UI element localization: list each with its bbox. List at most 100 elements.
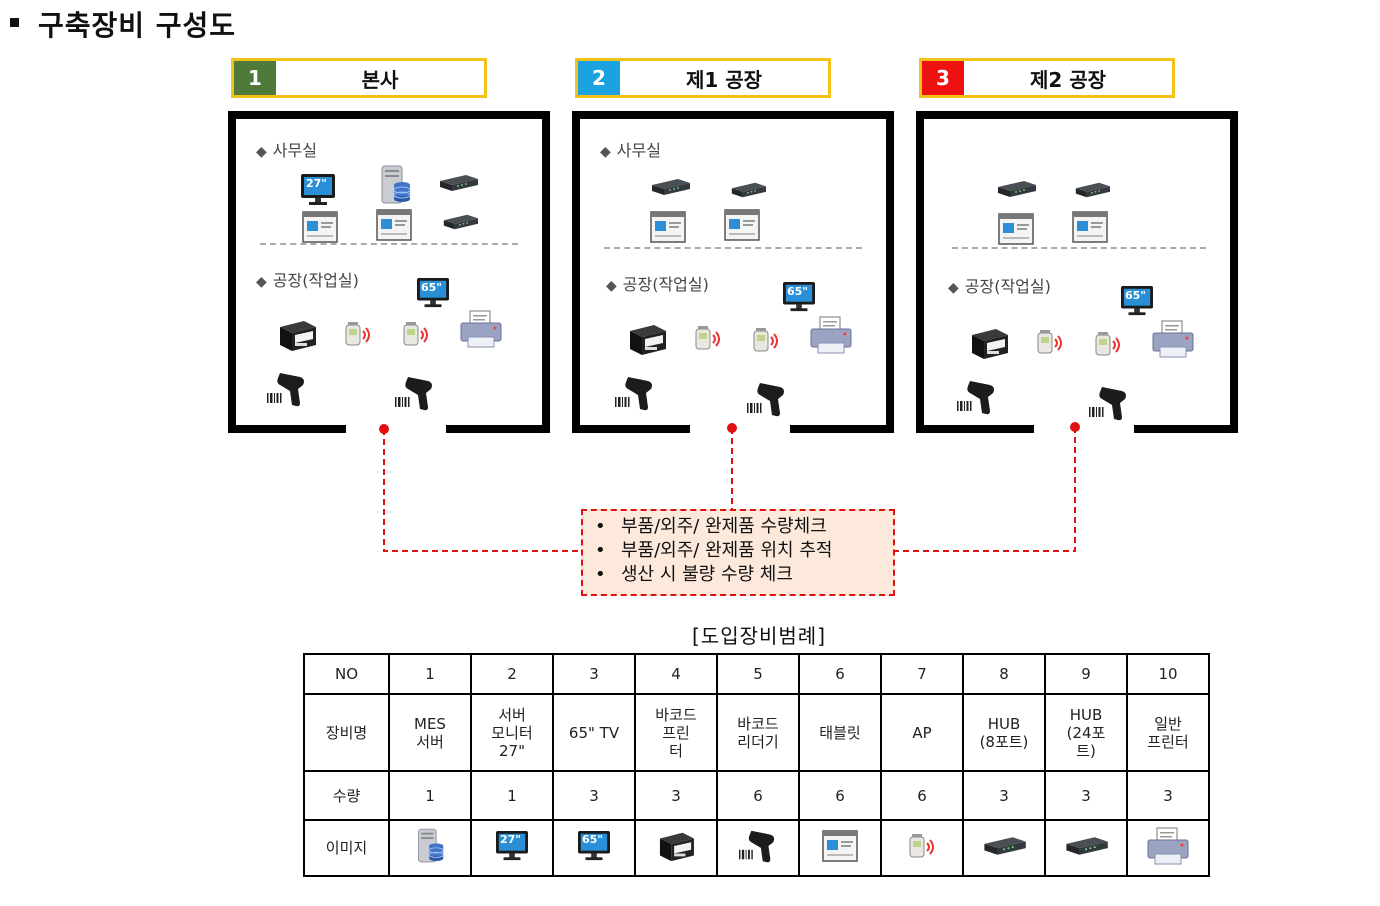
cell-name: 태블릿 bbox=[798, 693, 882, 772]
frame-bottom-wall bbox=[572, 425, 690, 433]
site-name: 제1 공장 bbox=[685, 67, 763, 92]
cell-no: 8 bbox=[962, 653, 1046, 695]
tablet-icon bbox=[822, 848, 858, 866]
cell-name: 65" TV bbox=[552, 693, 636, 772]
cell-image bbox=[716, 819, 800, 877]
monitor-27-icon: 27" bbox=[300, 173, 336, 207]
cell-image bbox=[962, 819, 1046, 877]
cell-no: 5 bbox=[716, 653, 800, 695]
section-divider bbox=[604, 247, 862, 249]
cell-qty: 3 bbox=[1044, 770, 1128, 821]
site-number-badge: 2 bbox=[578, 61, 620, 95]
barcode-reader-icon bbox=[738, 851, 778, 869]
site-header-factory-2: 3 제2 공장 bbox=[919, 58, 1175, 98]
cell-name: AP bbox=[880, 693, 964, 772]
section-factory: ◆공장(작업실) bbox=[606, 275, 709, 294]
table-row-no: NO 1 2 3 4 5 6 7 8 9 10 bbox=[303, 653, 1210, 695]
cell-qty: 6 bbox=[880, 770, 964, 821]
cell-no: 4 bbox=[634, 653, 718, 695]
frame-bottom-wall bbox=[1134, 425, 1238, 433]
cell-qty: 6 bbox=[716, 770, 800, 821]
cell-name: HUB (8포트) bbox=[962, 693, 1046, 772]
section-divider bbox=[260, 243, 518, 245]
connector-dot bbox=[727, 423, 737, 433]
printer-icon bbox=[1145, 852, 1191, 870]
frame-bottom-wall bbox=[446, 425, 550, 433]
cell-image bbox=[388, 819, 472, 877]
note-line: •생산 시 불량 수량 체크 bbox=[595, 564, 793, 585]
row-label: 수량 bbox=[303, 770, 390, 821]
cell-no: 10 bbox=[1126, 653, 1210, 695]
cell-qty: 1 bbox=[470, 770, 554, 821]
cell-qty: 1 bbox=[388, 770, 472, 821]
cell-image bbox=[880, 819, 964, 877]
table-row-qty: 수량 1 1 3 3 6 6 6 3 3 3 bbox=[303, 770, 1210, 821]
cell-name: MES 서버 bbox=[388, 693, 472, 772]
note-line: •부품/외주/ 완제품 수량체크 bbox=[595, 516, 827, 537]
cell-no: 3 bbox=[552, 653, 636, 695]
cell-no: 9 bbox=[1044, 653, 1128, 695]
cell-qty: 3 bbox=[1126, 770, 1210, 821]
section-factory: ◆공장(작업실) bbox=[256, 271, 359, 290]
site-frame-factory-2: ◆공장(작업실) 65" bbox=[916, 111, 1238, 433]
cell-image: 65" bbox=[552, 819, 636, 877]
site-name: 본사 bbox=[361, 67, 399, 92]
page-title: 구축장비 구성도 bbox=[38, 9, 237, 42]
monitor-27-icon: 27" bbox=[495, 830, 529, 866]
section-divider bbox=[952, 247, 1206, 249]
cell-qty: 3 bbox=[552, 770, 636, 821]
section-office: ◆사무실 bbox=[600, 141, 661, 160]
cell-qty: 6 bbox=[798, 770, 882, 821]
cell-image bbox=[634, 819, 718, 877]
title-bullet bbox=[10, 18, 19, 27]
site-number-badge: 3 bbox=[922, 61, 964, 95]
table-row-name: 장비명 MES 서버 서버 모니터 27" 65" TV 바코드 프린 터 바코… bbox=[303, 693, 1210, 772]
connector-dot bbox=[379, 424, 389, 434]
row-label: NO bbox=[303, 653, 390, 695]
function-note-box: •부품/외주/ 완제품 수량체크 •부품/외주/ 완제품 위치 추적 •생산 시… bbox=[581, 509, 895, 596]
section-office: ◆사무실 bbox=[256, 141, 317, 160]
cell-name: HUB (24포 트) bbox=[1044, 693, 1128, 772]
tv-65-icon: 65" bbox=[577, 830, 611, 866]
row-label: 이미지 bbox=[303, 819, 390, 877]
cell-no: 7 bbox=[880, 653, 964, 695]
cell-no: 6 bbox=[798, 653, 882, 695]
legend-title: [도입장비범례] bbox=[692, 624, 827, 648]
connector-factory-2 bbox=[895, 427, 1076, 552]
tv-65-icon: 65" bbox=[1120, 285, 1154, 317]
hub-icon bbox=[980, 843, 1028, 861]
cell-name: 서버 모니터 27" bbox=[470, 693, 554, 772]
access-point-icon bbox=[904, 847, 940, 865]
table-row-image: 이미지 27" 65" bbox=[303, 819, 1210, 877]
frame-bottom-wall bbox=[916, 425, 1034, 433]
cell-name: 바코드 리더기 bbox=[716, 693, 800, 772]
cell-qty: 3 bbox=[634, 770, 718, 821]
cell-name: 일반 프린터 bbox=[1126, 693, 1210, 772]
connector-dot bbox=[1070, 422, 1080, 432]
cell-no: 1 bbox=[388, 653, 472, 695]
equipment-legend-table: NO 1 2 3 4 5 6 7 8 9 10 장비명 MES 서버 서버 모니… bbox=[303, 653, 1210, 877]
site-frame-hq: ◆사무실 27" ◆공장(작업실) 65" bbox=[228, 111, 550, 433]
site-header-hq: 1 본사 bbox=[231, 58, 487, 98]
server-icon bbox=[415, 850, 445, 868]
tv-65-icon: 65" bbox=[416, 277, 450, 309]
site-name: 제2 공장 bbox=[1029, 67, 1107, 92]
frame-bottom-wall bbox=[228, 425, 346, 433]
cell-image bbox=[798, 819, 882, 877]
row-label: 장비명 bbox=[303, 693, 390, 772]
tv-65-icon: 65" bbox=[782, 281, 816, 313]
site-number-badge: 1 bbox=[234, 61, 276, 95]
site-frame-factory-1: ◆사무실 ◆공장(작업실) 65" bbox=[572, 111, 894, 433]
cell-no: 2 bbox=[470, 653, 554, 695]
note-line: •부품/외주/ 완제품 위치 추적 bbox=[595, 540, 833, 561]
connector-hq bbox=[383, 429, 581, 552]
cell-qty: 3 bbox=[962, 770, 1046, 821]
hub-icon bbox=[1062, 843, 1110, 861]
site-header-factory-1: 2 제1 공장 bbox=[575, 58, 831, 98]
cell-name: 바코드 프린 터 bbox=[634, 693, 718, 772]
cell-image: 27" bbox=[470, 819, 554, 877]
barcode-printer-icon bbox=[656, 849, 696, 867]
frame-bottom-wall bbox=[790, 425, 894, 433]
section-factory: ◆공장(작업실) bbox=[948, 277, 1051, 296]
